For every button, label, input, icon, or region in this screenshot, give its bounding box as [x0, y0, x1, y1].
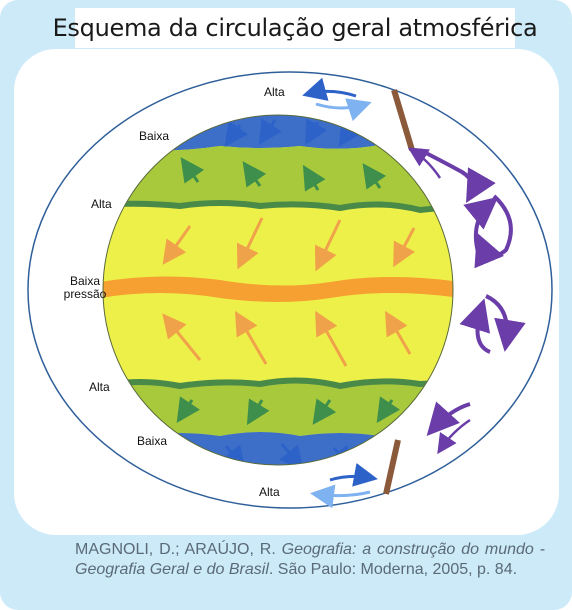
- citation-work: Geografia: a construção do mundo - Geogr…: [75, 541, 545, 578]
- label-baixa-pressao: Baixa pressão: [58, 275, 112, 301]
- south-temperate-zone: [103, 380, 453, 440]
- diagram-title: Esquema da circulação geral atmosférica: [52, 14, 538, 42]
- label-baixa-south: Baixa: [137, 434, 168, 448]
- globe-outline: [102, 114, 454, 466]
- circulation-diagram: [27, 71, 553, 509]
- citation-publisher: . São Paulo: Moderna, 2005, p. 84.: [268, 561, 518, 578]
- south-high-band: [103, 377, 453, 390]
- label-baixa-north: Baixa: [139, 129, 170, 143]
- label-alta-north: Alta: [91, 197, 112, 211]
- title-box: Esquema da circulação geral atmosférica: [53, 8, 538, 48]
- equatorial-band: [103, 276, 453, 302]
- source-citation: MAGNOLI, D.; ARAÚJO, R. Geografia: a con…: [75, 540, 545, 580]
- axis-north: [391, 89, 415, 151]
- citation-authors: MAGNOLI, D.; ARAÚJO, R.: [75, 541, 282, 558]
- label-alta-south: Alta: [89, 380, 110, 394]
- label-alta-bottom: Alta: [259, 485, 280, 499]
- label-baixa-pressao-line2: pressão: [63, 287, 107, 301]
- label-baixa-pressao-line1: Baixa: [69, 274, 101, 288]
- north-high-band: [103, 200, 453, 214]
- label-alta-top: Alta: [264, 85, 285, 99]
- axis-south: [383, 439, 401, 495]
